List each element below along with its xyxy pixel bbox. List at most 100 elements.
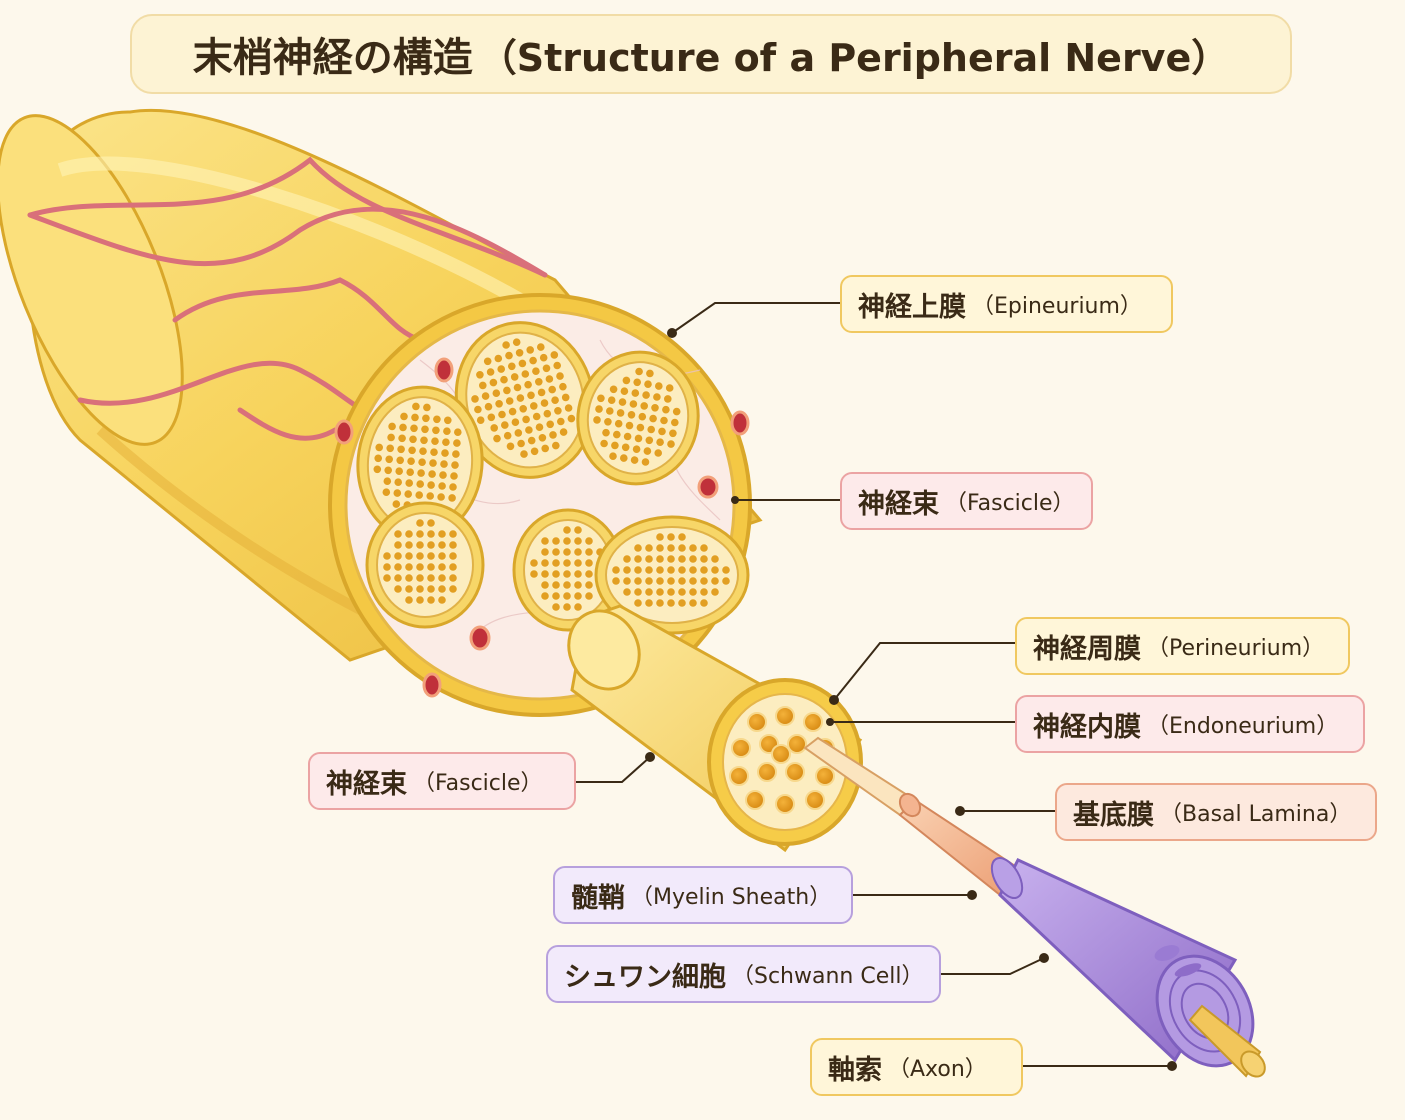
- axon-dot: [406, 468, 415, 477]
- axon-dot: [700, 544, 708, 552]
- axon-dot: [631, 389, 640, 397]
- axon-dot: [623, 566, 631, 574]
- fascicle-core: [376, 512, 474, 618]
- axon-dot: [487, 413, 496, 422]
- axon-dot: [651, 404, 659, 412]
- label-en: （Fascicle）: [413, 771, 543, 796]
- axon-dot: [489, 378, 498, 387]
- axon-dot: [611, 441, 619, 450]
- axon-dot: [543, 409, 552, 418]
- axon-dot: [427, 541, 435, 549]
- axon-dot: [574, 548, 582, 556]
- axon-dot: [525, 426, 533, 434]
- axon-dot: [541, 581, 549, 589]
- nerve-fiber-dot: [815, 766, 835, 786]
- axon-dot: [400, 412, 408, 421]
- axon-dot: [409, 435, 417, 444]
- axon-dot: [540, 399, 549, 407]
- axon-dot: [646, 369, 654, 378]
- axon-dot: [537, 388, 546, 397]
- label-fascicle-left: 神経束 （Fascicle）: [308, 752, 576, 810]
- axon-dot: [437, 493, 445, 501]
- axon-dot: [514, 429, 523, 437]
- axon-dot: [374, 454, 383, 463]
- axon-dot: [449, 585, 457, 593]
- axon-dot: [595, 405, 603, 413]
- axon-dot: [471, 395, 479, 403]
- axon-dot: [541, 592, 549, 600]
- axon-dot: [419, 447, 427, 456]
- axon-dot: [521, 370, 530, 378]
- axon-dot: [428, 470, 436, 478]
- axon-dot: [394, 530, 402, 538]
- axon-dot: [620, 387, 629, 396]
- axon-dot: [667, 555, 675, 563]
- axon-dot: [383, 552, 391, 560]
- axon-dot: [541, 444, 549, 453]
- axon-dot: [532, 412, 541, 421]
- axon-dot: [449, 483, 457, 491]
- axon-dot: [665, 384, 674, 392]
- axon-dot: [700, 599, 708, 607]
- axon-dot: [451, 461, 459, 469]
- axon-dot: [438, 482, 446, 490]
- axon-dot: [405, 596, 413, 604]
- axon-dot: [517, 439, 525, 448]
- axon-dot: [664, 395, 672, 403]
- axon-dot: [546, 420, 554, 429]
- axon-dot: [678, 599, 686, 607]
- label-jp: 神経周膜: [1033, 633, 1141, 665]
- axon-dot: [431, 437, 439, 446]
- nerve-fiber-dot: [787, 734, 807, 754]
- axon-dot: [530, 559, 538, 567]
- axon-dot: [567, 414, 576, 423]
- axon-dot: [556, 372, 564, 380]
- axon-dot: [383, 563, 391, 571]
- label-basal-lamina: 基底膜 （Basal Lamina）: [1055, 783, 1377, 841]
- axon-dot: [634, 577, 642, 585]
- axon-dot: [574, 559, 582, 567]
- axon-dot: [541, 559, 549, 567]
- title-english: （Structure of a Peripheral Nerve）: [478, 35, 1230, 80]
- axon-dot: [585, 537, 593, 545]
- fascicles: [356, 321, 750, 635]
- axon-dot: [551, 396, 559, 405]
- axon-dot: [563, 537, 571, 545]
- axon-dot: [689, 544, 697, 552]
- axon-dot: [574, 603, 582, 611]
- axon-dot: [500, 375, 508, 384]
- axon-dot: [405, 552, 413, 560]
- axon-dot: [438, 541, 446, 549]
- axon-dot: [423, 403, 431, 412]
- axon-dot: [530, 447, 539, 456]
- nerve-fiber-dot: [729, 766, 749, 786]
- label-jp: 神経上膜: [858, 291, 966, 323]
- axon-dot: [450, 472, 458, 480]
- axon-dot: [442, 438, 450, 447]
- axon-dot: [394, 552, 402, 560]
- axon-dot: [418, 458, 426, 467]
- axon-dot: [678, 588, 686, 596]
- axon-dot: [449, 574, 457, 582]
- axon-dot: [671, 418, 679, 427]
- axon-dot: [416, 530, 424, 538]
- axon-dot: [506, 442, 515, 451]
- axon-dot: [711, 577, 719, 585]
- axon-dot: [700, 555, 708, 563]
- label-jp: 基底膜: [1073, 799, 1154, 831]
- axon-dot: [474, 405, 482, 414]
- axon-dot: [645, 555, 653, 563]
- axon-dot: [552, 603, 560, 611]
- axon-dot: [564, 404, 573, 412]
- axon-dot: [653, 393, 661, 401]
- axon-dot: [574, 581, 582, 589]
- axon-dot: [388, 422, 396, 431]
- axon-dot: [438, 563, 446, 571]
- axon-dot: [660, 416, 668, 425]
- axon-dot: [541, 570, 549, 578]
- axon-dot: [678, 566, 686, 574]
- axon-dot: [643, 447, 652, 455]
- axon-dot: [529, 356, 537, 365]
- axon-dot: [630, 456, 639, 464]
- label-jp: 神経内膜: [1033, 711, 1141, 743]
